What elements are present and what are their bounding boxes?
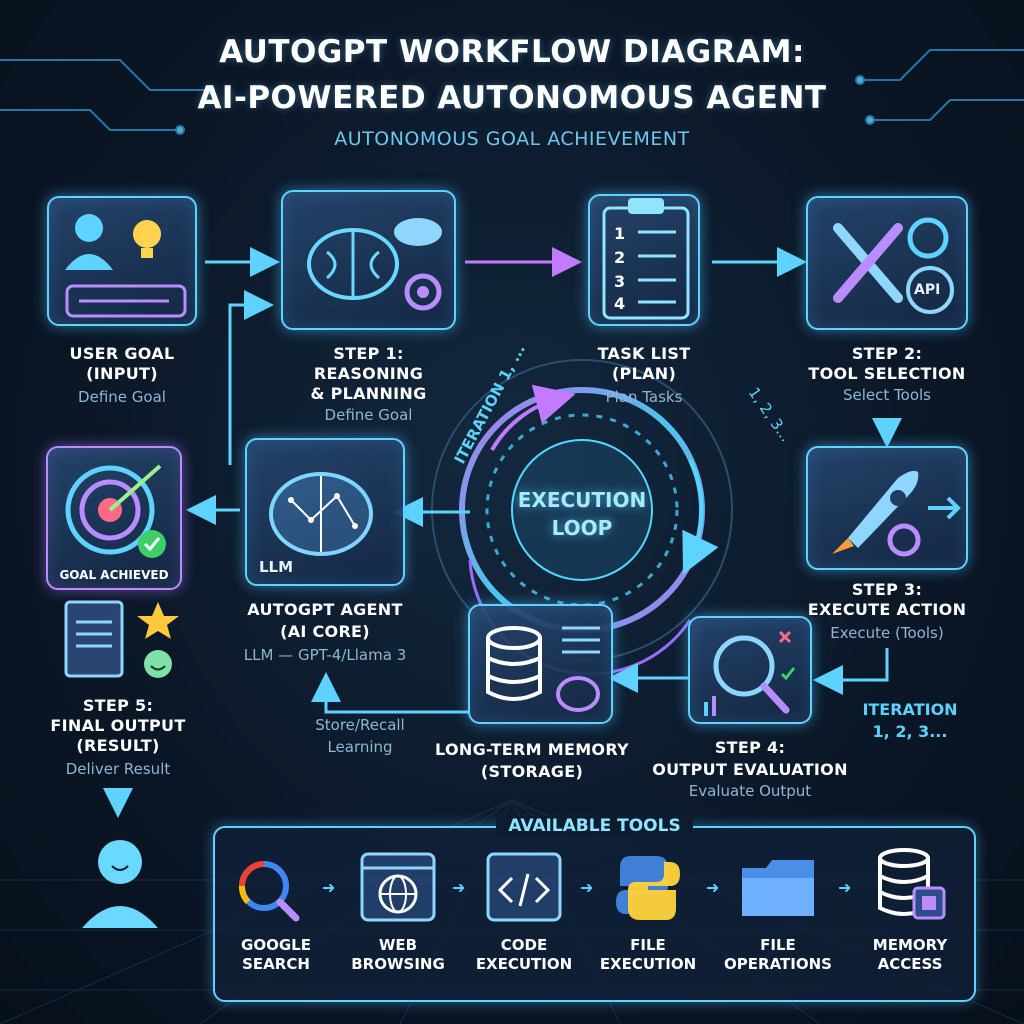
step2-title1: STEP 2: [851, 344, 923, 363]
step4-title2: OUTPUT EVALUATION [652, 760, 848, 779]
svg-text:ITERATION 1, ...: ITERATION 1, ... [451, 341, 529, 467]
task-list-title2: (PLAN) [611, 364, 677, 383]
happy-user-icon [82, 840, 158, 928]
step1-title3: & PLANNING [310, 384, 427, 403]
user-goal-title1: USER GOAL [69, 344, 175, 363]
task-item-4: 4 [614, 294, 626, 313]
memory-sub2: Learning [327, 738, 393, 756]
tool-memory-access-line2: ACCESS [877, 955, 943, 973]
available-tools-panel [213, 826, 976, 1002]
user-goal-title2: (INPUT) [86, 364, 158, 383]
step1-node [281, 190, 456, 330]
tool-arrow-4: ➜ [706, 878, 720, 897]
memory-node [468, 604, 613, 724]
step1-sub: Define Goal [324, 406, 413, 424]
step4-sub: Evaluate Output [688, 782, 812, 800]
llm-brain-icon [269, 472, 373, 556]
clipboard-icon [602, 198, 690, 320]
code-icon [486, 852, 562, 922]
step5-title1: STEP 5: [82, 696, 154, 715]
google-search-icon [239, 861, 300, 922]
tool-arrow-2: ➜ [452, 878, 466, 897]
task-list-node: 1 2 3 4 [588, 194, 700, 326]
document-star-icon [64, 600, 179, 678]
tool-web-browsing-line2: BROWSING [351, 955, 445, 973]
llm-label: LLM [259, 558, 294, 576]
api-label: API [914, 282, 941, 298]
tool-arrow-1: ➜ [322, 878, 336, 897]
folder-icon [742, 860, 814, 916]
agent-title2: (AI CORE) [280, 622, 370, 641]
agent-title1: AUTOGPT AGENT [247, 600, 403, 619]
task-list-title1: TASK LIST [597, 344, 691, 363]
flow-arrows [103, 247, 902, 818]
step2-sub: Select Tools [843, 386, 931, 404]
circuit-traces [0, 49, 1024, 135]
task-item-3: 3 [614, 272, 626, 291]
tool-memory-access-line1: MEMORY [872, 936, 948, 954]
user-with-idea-icon [65, 214, 187, 318]
step3-title1: STEP 3: [851, 580, 923, 599]
diagram-subtitle: AUTONOMOUS GOAL ACHIEVEMENT [334, 128, 690, 150]
tool-google-search-line2: SEARCH [242, 955, 310, 973]
diagram-title-line2: AI-POWERED AUTONOMOUS AGENT [197, 80, 827, 116]
tool-google-search-line1: GOOGLE [241, 936, 311, 954]
tools-wrench-icon [833, 217, 954, 314]
svg-text:1, 2, 3...: 1, 2, 3... [745, 384, 795, 445]
step1-title1: STEP 1: [333, 344, 404, 363]
magnifier-evaluation-icon [704, 630, 796, 716]
user-goal-sub: Define Goal [78, 388, 166, 406]
memory-title2: (STORAGE) [480, 762, 584, 781]
execution-loop-title: EXECUTION LOOP [517, 488, 647, 540]
web-browser-icon [360, 852, 436, 922]
tool-code-execution-line2: EXECUTION [475, 955, 573, 973]
step5-title3: (RESULT) [76, 736, 160, 755]
step2-title2: TOOL SELECTION [808, 364, 966, 383]
database-access-icon [878, 848, 946, 920]
task-item-1: 1 [614, 224, 626, 243]
step5-title2: FINAL OUTPUT [50, 716, 186, 735]
tool-file-execution-line2: EXECUTION [599, 955, 697, 973]
tool-web-browsing-line1: WEB [378, 936, 418, 954]
step3-title2: EXECUTE ACTION [807, 600, 967, 619]
step5-sub: Deliver Result [65, 760, 171, 778]
agent-node: LLM [245, 438, 405, 586]
memory-title1: LONG-TERM MEMORY [435, 740, 629, 759]
database-icon [486, 626, 600, 712]
iteration-label-line2: 1, 2, 3... [872, 722, 948, 741]
step3-node [806, 446, 968, 570]
agent-sub: LLM — GPT-4/Llama 3 [243, 646, 407, 664]
tool-arrow-5: ➜ [838, 878, 852, 897]
target-icon [65, 464, 166, 558]
step1-title2: REASONING [313, 364, 424, 383]
tool-arrow-3: ➜ [580, 878, 594, 897]
step4-title1: STEP 4: [714, 738, 786, 757]
step2-node: API [806, 196, 968, 330]
step3-sub: Execute (Tools) [830, 624, 944, 642]
tool-file-operations-line2: OPERATIONS [724, 955, 832, 973]
python-icon [616, 856, 680, 920]
rocket-icon [832, 470, 961, 557]
task-item-2: 2 [614, 248, 626, 267]
memory-sub1: Store/Recall [315, 716, 405, 734]
user-goal-node [47, 196, 197, 326]
tool-code-execution-line1: CODE [500, 936, 548, 954]
tool-file-execution-line1: FILE [630, 936, 666, 954]
goal-achieved-node: GOAL ACHIEVED [46, 446, 182, 590]
iteration-label-line1: ITERATION [862, 700, 958, 719]
goal-achieved-label: GOAL ACHIEVED [59, 568, 169, 582]
available-tools-header: AVAILABLE TOOLS [213, 816, 976, 836]
task-list-sub: Plan Tasks [605, 388, 683, 406]
tool-file-operations-line1: FILE [760, 936, 796, 954]
step4-node [688, 616, 812, 724]
diagram-title-line1: AUTOGPT WORKFLOW DIAGRAM: [219, 34, 805, 70]
brain-gear-icon [307, 218, 442, 311]
